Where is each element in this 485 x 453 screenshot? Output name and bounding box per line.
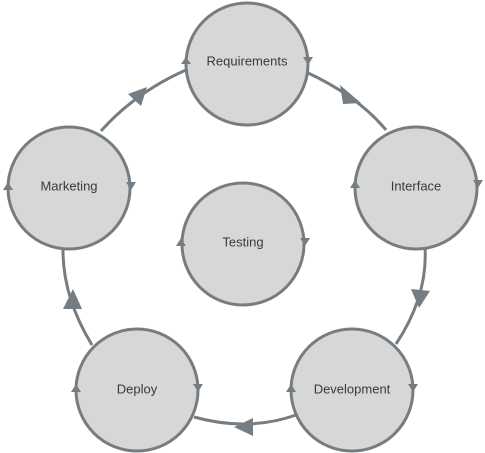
connector-arrow-icon	[63, 289, 82, 309]
cycle-arrow-icon	[71, 384, 81, 392]
connector-arrow-icon	[234, 418, 253, 436]
node-development: Development	[286, 327, 418, 453]
cycle-arrow-icon	[181, 57, 191, 64]
node-requirements: Requirements	[181, 1, 313, 127]
cycle-connectors	[61, 68, 430, 436]
cycle-arrow-icon	[350, 180, 360, 188]
node-marketing: Marketing	[3, 125, 136, 251]
node-deploy: Deploy	[71, 327, 203, 453]
cycle-arrow-icon	[408, 384, 418, 392]
connector-arrow-icon	[340, 85, 361, 104]
node-testing: Testing	[176, 181, 310, 307]
cycle-arrow-icon	[300, 238, 310, 246]
node-label-requirements: Requirements	[207, 54, 288, 69]
connector-arrow-icon	[411, 289, 430, 308]
cycle-arrow-icon	[193, 384, 203, 392]
cycle-arrow-icon	[473, 180, 483, 188]
node-label-testing: Testing	[222, 235, 263, 250]
node-label-deploy: Deploy	[117, 382, 158, 397]
node-label-interface: Interface	[391, 179, 442, 194]
cycle-arrow-icon	[286, 384, 296, 392]
cycle-arrow-icon	[126, 182, 136, 190]
node-label-development: Development	[314, 382, 391, 397]
node-interface: Interface	[350, 125, 483, 251]
cycle-arrow-icon	[176, 238, 186, 246]
cycle-arrow-icon	[3, 182, 13, 190]
connector-arrow-icon	[128, 87, 147, 106]
node-label-marketing: Marketing	[40, 179, 97, 194]
cycle-arrow-icon	[303, 57, 313, 65]
connector-deploy-marketing	[61, 246, 94, 346]
connector-marketing-requirements	[99, 68, 187, 133]
